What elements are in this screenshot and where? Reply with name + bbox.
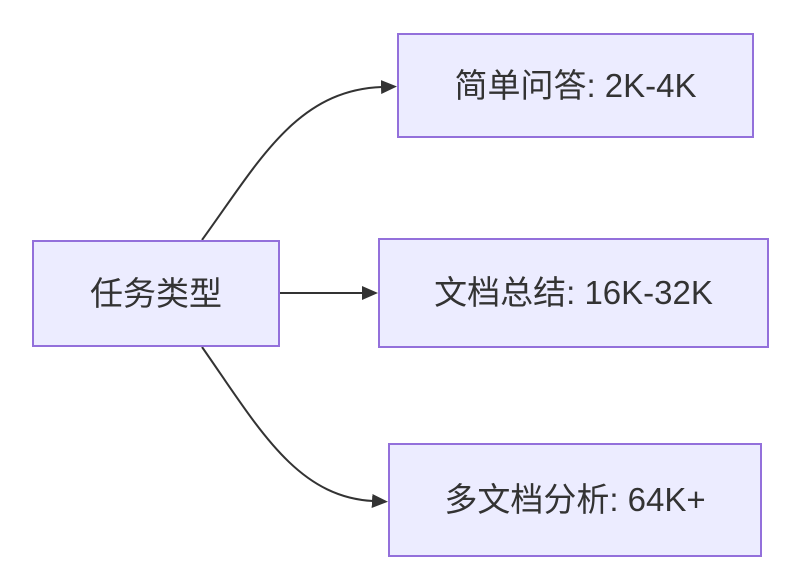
node-multi-doc: 多文档分析: 64K+ [388, 443, 762, 557]
edge-root-to-simple-qa [201, 80, 397, 241]
node-simple-qa-label: 简单问答: 2K-4K [454, 66, 697, 104]
node-task-type: 任务类型 [32, 240, 280, 347]
node-doc-summary-label: 文档总结: 16K-32K [434, 274, 713, 312]
edge-root-to-multi-doc [201, 346, 388, 508]
node-multi-doc-label: 多文档分析: 64K+ [444, 481, 706, 519]
node-task-type-label: 任务类型 [90, 274, 222, 312]
node-doc-summary: 文档总结: 16K-32K [378, 238, 769, 348]
node-simple-qa: 简单问答: 2K-4K [397, 33, 754, 138]
